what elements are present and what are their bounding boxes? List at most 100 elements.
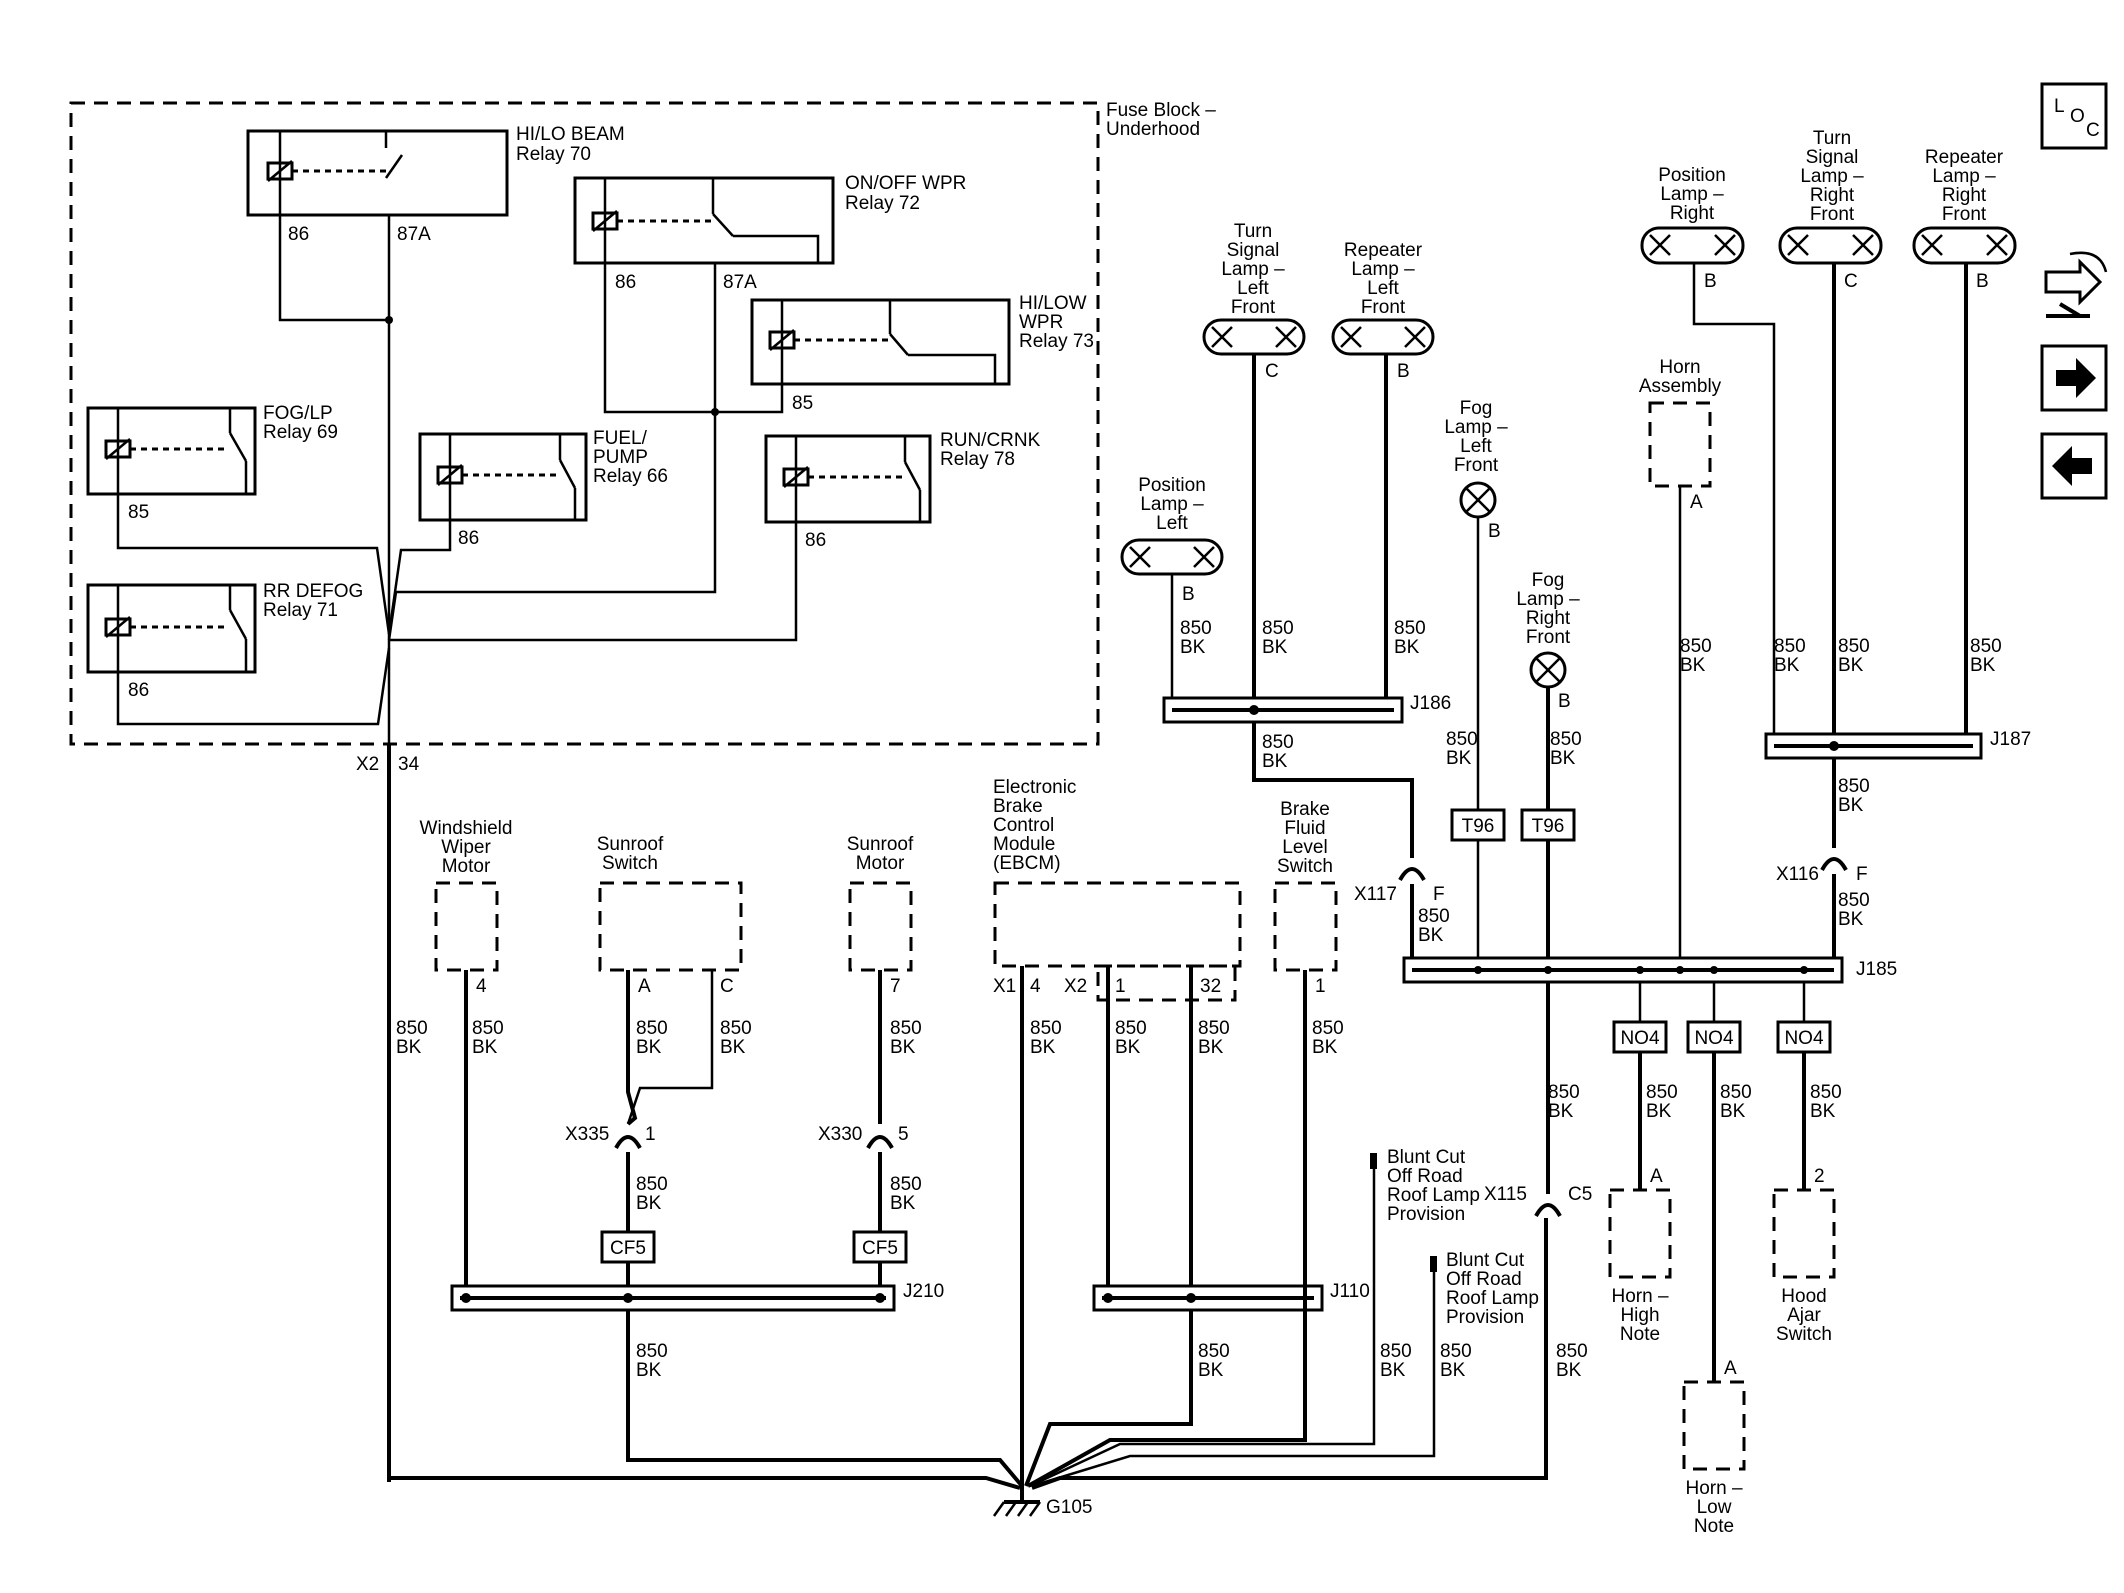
horn-high-note: NO4 A Horn – High Note [1608, 982, 1672, 1345]
relay-fuel-pump-name-1: FUEL/ [593, 428, 648, 449]
no4-label-3: NO4 [1784, 1028, 1824, 1049]
rep-rf-l4: Front [1942, 204, 1987, 225]
sunroof-motor-label-2: Motor [856, 853, 905, 874]
ebcm-pin-x2: X2 [1064, 976, 1087, 997]
turn-rf-pin: C [1844, 271, 1858, 292]
blunt-cut-2-l4: Provision [1446, 1307, 1524, 1328]
j185-label: J185 [1856, 959, 1897, 980]
wire-circuit-label: 850 [1440, 1341, 1472, 1362]
wire-color-label: BK [472, 1037, 498, 1058]
relay-run-crnk-name: RUN/CRNK [940, 430, 1041, 451]
wire-color-label: BK [1030, 1037, 1056, 1058]
fog-lamp-left-front: Fog Lamp – Left Front B T96 [1444, 398, 1508, 964]
brake-fluid-label-1: Brake [1280, 799, 1330, 820]
splice-j185: J185 [1402, 956, 1897, 984]
horn-low-note: NO4 A Horn – Low Note [1682, 982, 1746, 1537]
hood-ajar-l1: Hood [1781, 1286, 1826, 1307]
horn-high-pin: A [1650, 1166, 1663, 1187]
turn-rf-l3: Lamp – [1800, 166, 1864, 187]
horn-low-pin: A [1724, 1358, 1737, 1379]
relay-hilow-wpr-name-1: HI/LOW [1019, 293, 1087, 314]
relay-onoff-wpr: ON/OFF WPR Relay 72 86 87A [573, 173, 966, 293]
arrow-right-icon[interactable] [2040, 344, 2108, 412]
relay-hilow-wpr-pin-85: 85 [792, 393, 813, 414]
j186-label: J186 [1410, 693, 1451, 714]
relay-hilo-beam-pin-86: 86 [288, 224, 309, 245]
t96-label-1: T96 [1462, 816, 1495, 837]
blunt-cut-2-l1: Blunt Cut [1446, 1250, 1525, 1271]
wire-circuit-label: 850 [1262, 732, 1294, 753]
loc-button[interactable]: L O C [2040, 82, 2108, 150]
relay-fog-lp: FOG/LP Relay 69 85 [86, 403, 338, 523]
wire-color-label: BK [636, 1193, 662, 1214]
j110-label: J110 [1330, 1281, 1370, 1302]
relay-rr-defog-pin-86: 86 [128, 680, 149, 701]
wire-circuit-label: 850 [396, 1018, 428, 1039]
relay-rr-defog-name: RR DEFOG [263, 581, 363, 602]
ebcm-pin-32: 32 [1200, 976, 1221, 997]
wire-color-label: BK [890, 1193, 916, 1214]
wire-circuit-label: 850 [1720, 1082, 1752, 1103]
rep-rf-pin: B [1976, 271, 1989, 292]
relay-hilo-beam-pin-87a: 87A [397, 224, 431, 245]
horn-assembly-l1: Horn [1659, 357, 1700, 378]
relay-fuel-pump-sub: Relay 66 [593, 466, 668, 487]
wire-color-label: BK [1394, 637, 1420, 658]
rep-lf-l2: Lamp – [1351, 259, 1415, 280]
ebcm-label-3: Control [993, 815, 1054, 836]
fuse-block-ground-wiring: X2 34 [116, 215, 798, 1482]
wire-circuit-label: 850 [1380, 1341, 1412, 1362]
wire-color-label: BK [1550, 748, 1576, 769]
wire-circuit-label: 850 [636, 1174, 668, 1195]
wire-circuit-label: 850 [472, 1018, 504, 1039]
turn-lf-l5: Front [1231, 297, 1276, 318]
fuse-block-underhood: Fuse Block – Underhood [69, 100, 1216, 746]
brake-fluid-label-4: Switch [1277, 856, 1333, 877]
splice-j187: J187 [1764, 729, 2031, 760]
wire-circuit-label: 850 [890, 1174, 922, 1195]
relay-fuel-pump-name-2: PUMP [593, 447, 648, 468]
turn-lf-pin: C [1265, 361, 1279, 382]
blunt-cut-1-l2: Off Road [1387, 1166, 1463, 1187]
arrow-left-icon[interactable] [2040, 432, 2108, 500]
relay-fog-lp-sub: Relay 69 [263, 422, 338, 443]
splice-j210: J210 [450, 1281, 1024, 1488]
relay-rr-defog: RR DEFOG Relay 71 86 [86, 581, 363, 701]
fog-rf-l4: Front [1526, 627, 1571, 648]
sunroof-switch: Sunroof Switch A C X335 1 CF5 [565, 834, 743, 1294]
wire-color-label: BK [1838, 909, 1864, 930]
wire-circuit-label: 850 [1030, 1018, 1062, 1039]
wire-circuit-label: 850 [1198, 1341, 1230, 1362]
connector-icon[interactable] [2044, 251, 2108, 318]
fuse-connector-x2: X2 [356, 754, 379, 775]
fog-rf-pin: B [1558, 691, 1571, 712]
blunt-cut-1-l4: Provision [1387, 1204, 1465, 1225]
blunt-cut-provision-1: Blunt Cut Off Road Roof Lamp Provision [1029, 1147, 1480, 1488]
repeater-lamp-right-front: Repeater Lamp – Right Front B [1912, 147, 2017, 742]
relay-hilow-wpr-sub: Relay 73 [1019, 331, 1094, 352]
wire-color-label: BK [1440, 1360, 1466, 1381]
sunroof-switch-pin-c: C [720, 976, 734, 997]
no4-label-1: NO4 [1620, 1028, 1660, 1049]
turn-rf-l5: Front [1810, 204, 1855, 225]
turn-lf-l4: Left [1237, 278, 1269, 299]
wire-color-label: BK [720, 1037, 746, 1058]
wire-circuit-label: 850 [636, 1341, 668, 1362]
wire-labels: 850BK850BK850BK850BK850BK850BK850BK850BK… [396, 618, 2002, 1381]
fog-lf-pin: B [1488, 521, 1501, 542]
splice-j110: J110 [1024, 1281, 1370, 1487]
connector-x116: X116 F [1776, 857, 1868, 964]
fog-rf-l3: Right [1526, 608, 1571, 629]
pos-lamp-left-l3: Left [1156, 513, 1188, 534]
x335-label: X335 [565, 1124, 609, 1145]
position-lamp-right: Position Lamp – Right B [1640, 165, 1776, 742]
rep-rf-l2: Lamp – [1932, 166, 1996, 187]
sunroof-motor: Sunroof Motor 7 X330 5 CF5 [818, 834, 914, 1294]
wire-color-label: BK [1180, 637, 1206, 658]
x330-pin: 5 [898, 1124, 909, 1145]
wire-color-label: BK [1446, 748, 1472, 769]
wire-color-label: BK [1198, 1360, 1224, 1381]
wire-circuit-label: 850 [1115, 1018, 1147, 1039]
wire-color-label: BK [1774, 655, 1800, 676]
horn-low-l2: Low [1697, 1497, 1732, 1518]
